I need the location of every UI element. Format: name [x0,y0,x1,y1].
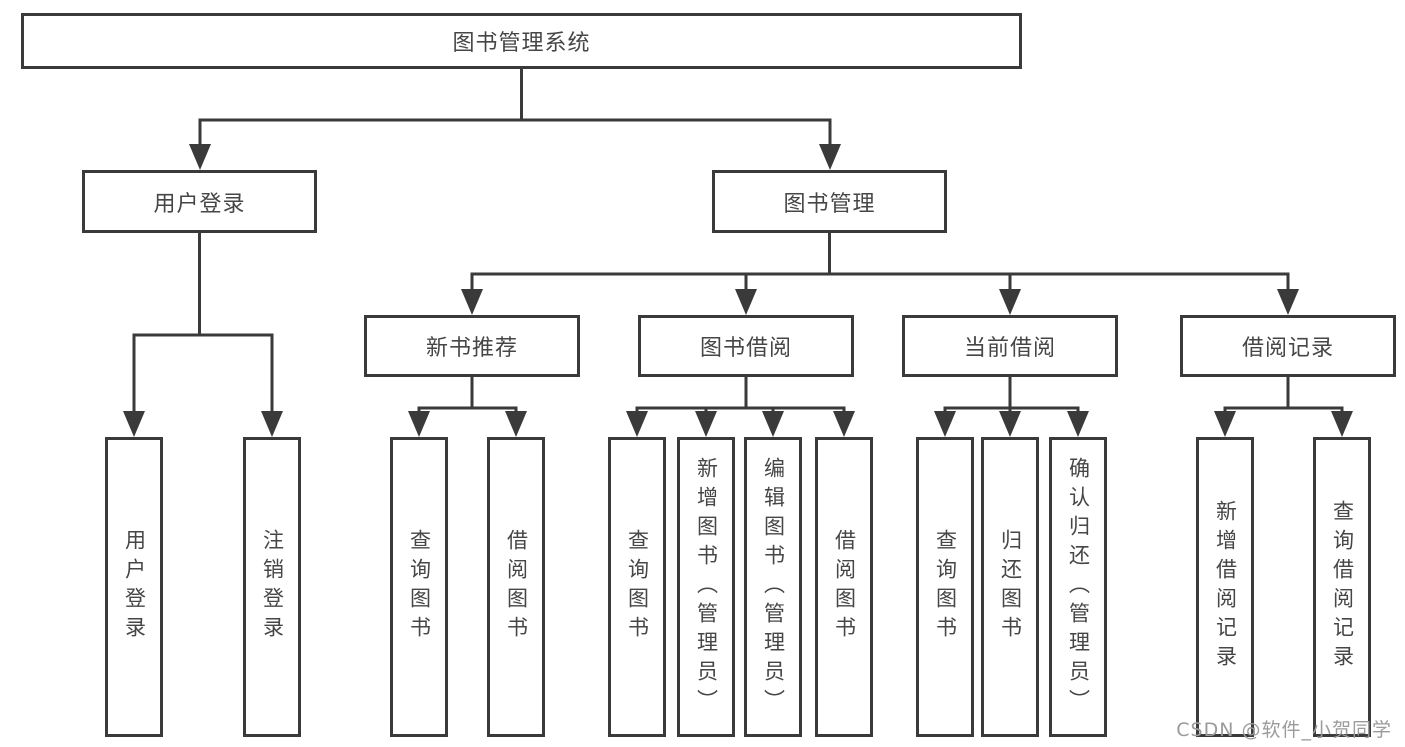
node-book-management: 图书管理 [712,170,947,233]
node-return-book: 归还图书 [981,437,1039,737]
node-query-books-recommend: 查询图书 [390,437,448,737]
watermark: CSDN @软件_小贺同学 [1176,719,1392,741]
arrowhead-icons [123,144,1353,437]
node-new-book-recommendation: 新书推荐 [364,315,580,377]
node-query-books-borrowing: 查询图书 [608,437,666,737]
node-borrowing-records: 借阅记录 [1180,315,1396,377]
node-current-borrowing: 当前借阅 [902,315,1118,377]
node-book-borrowing: 图书借阅 [638,315,854,377]
node-user-login: 用户登录 [82,170,317,233]
node-logout-leaf: 注销登录 [243,437,301,737]
node-query-books-current: 查询图书 [916,437,974,737]
node-edit-book-admin: 编辑图书（管理员） [744,437,802,737]
node-borrow-books-recommend: 借阅图书 [487,437,545,737]
node-borrow-books-borrowing: 借阅图书 [815,437,873,737]
node-library-management-system: 图书管理系统 [21,13,1022,69]
node-user-login-leaf: 用户登录 [105,437,163,737]
node-add-book-admin: 新增图书（管理员） [677,437,735,737]
node-query-borrow-record: 查询借阅记录 [1313,437,1371,737]
node-confirm-return-admin: 确认归还（管理员） [1049,437,1107,737]
node-add-borrow-record: 新增借阅记录 [1196,437,1254,737]
